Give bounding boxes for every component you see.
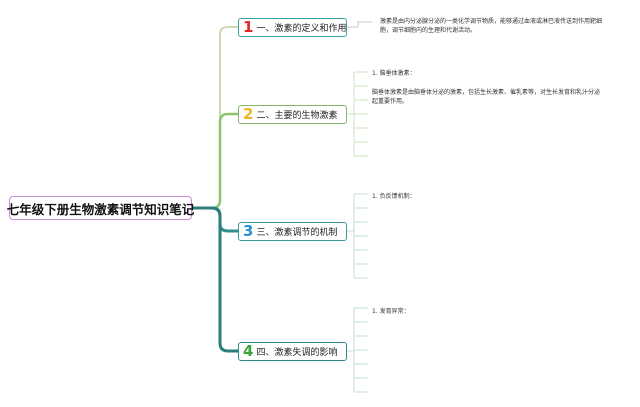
branch-3-number: 3 [243, 222, 254, 240]
branch-2-label: 二、主要的生物激素 [256, 111, 338, 121]
branch-3-note-heading[interactable]: 1. 负反馈机制： [372, 193, 416, 200]
leaf-group-2 [347, 71, 368, 157]
branch-3[interactable]: 3 三、激素调节的机制 [238, 222, 347, 241]
branch-1-number: 1 [243, 18, 254, 36]
branch-4-note-heading[interactable]: 1. 发育异常： [372, 308, 410, 315]
connector-root-branch-4 [192, 206, 238, 353]
branch-1-label: 一、激素的定义和作用 [256, 24, 347, 34]
branch-2-note-body[interactable]: 脑垂体激素是由脑垂体分泌的激素，包括生长激素、催乳素等，对生长发育和乳汁分泌起重… [372, 89, 601, 105]
root-topic-label: 七年级下册生物激素调节知识笔记 [6, 201, 195, 217]
connector-branch-1-note [347, 21, 372, 28]
branch-2-number: 2 [243, 105, 254, 123]
leaf-group-4 [347, 307, 368, 393]
branch-4[interactable]: 4 四、激素失调的影响 [238, 342, 347, 361]
connector-root-branch-2 [192, 112, 238, 210]
connector-root-branch-3 [192, 206, 238, 233]
branch-1[interactable]: 1 一、激素的定义和作用 [238, 18, 347, 37]
root-topic[interactable]: 七年级下册生物激素调节知识笔记 [6, 196, 195, 220]
connector-root-branch-1 [192, 26, 238, 209]
leaf-group-3 [347, 193, 368, 279]
branch-1-note[interactable]: 激素是由内分泌腺分泌的一类化学调节物质，能够通过血液或淋巴液传送到作用靶细胞，调… [380, 18, 603, 34]
branch-4-number: 4 [243, 342, 254, 360]
branch-2[interactable]: 2 二、主要的生物激素 [238, 105, 347, 124]
branch-3-label: 三、激素调节的机制 [256, 228, 338, 238]
branch-2-note-heading[interactable]: 1. 脑垂体激素： [372, 70, 416, 77]
branch-4-label: 四、激素失调的影响 [256, 348, 338, 358]
